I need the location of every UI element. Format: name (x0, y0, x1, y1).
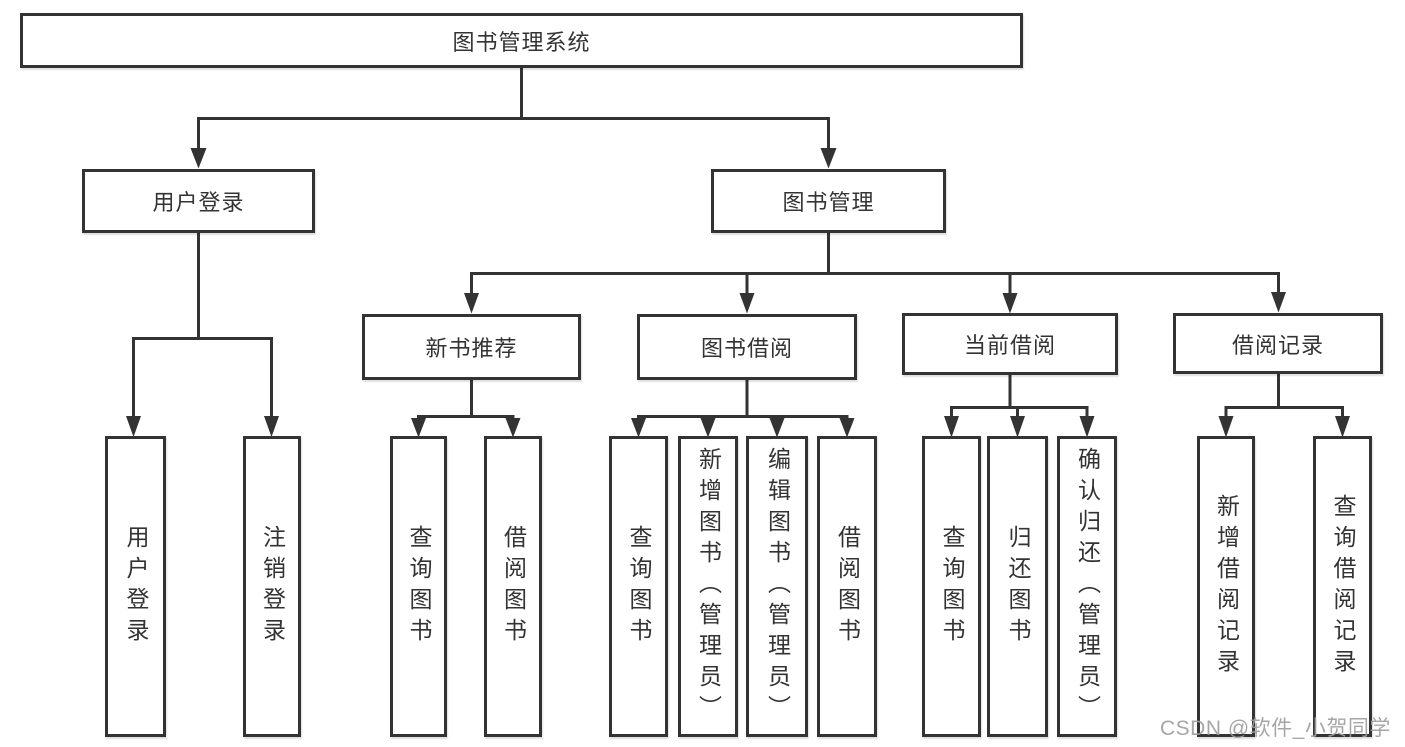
node-book-management: 图书管理 (711, 169, 946, 233)
node-label: 当前借阅 (963, 333, 1056, 358)
node-label: 新增借阅记录 (1213, 493, 1240, 680)
node-label: 查询借阅记录 (1330, 493, 1356, 680)
arrowhead (1079, 416, 1095, 438)
leaf-query-borrow-record: 查询借阅记录 (1313, 436, 1372, 737)
arrowhead (839, 418, 855, 438)
edges-book-management-children (464, 233, 1286, 314)
node-label: 查询图书 (406, 524, 432, 649)
leaf-borrow-books: 借阅图书 (817, 436, 877, 737)
arrowhead (631, 418, 646, 438)
arrowhead (1002, 293, 1018, 314)
node-label: 查询图书 (626, 524, 652, 649)
node-label: 归还图书 (1005, 524, 1031, 649)
node-label: 查询图书 (939, 524, 965, 649)
node-new-book-recommend: 新书推荐 (362, 314, 581, 380)
arrowhead (1010, 416, 1025, 438)
node-library-management-system: 图书管理系统 (20, 13, 1023, 68)
edges-new-book-recommend-children (411, 380, 521, 438)
arrowhead (700, 418, 716, 438)
arrowhead (769, 418, 785, 438)
node-label: 新书推荐 (425, 336, 518, 361)
node-label: 编辑图书（管理员） (764, 447, 791, 726)
arrowhead (1271, 292, 1286, 313)
leaf-confirm-return-admin: 确认归还（管理员） (1057, 436, 1117, 737)
node-label: 借阅图书 (500, 524, 527, 649)
leaf-query-books-current: 查询图书 (922, 436, 981, 737)
arrowhead (944, 416, 959, 438)
node-label: 借阅图书 (834, 524, 861, 649)
node-label: 图书管理系统 (452, 29, 591, 55)
arrowhead (1218, 416, 1234, 438)
edges-root-to-level2 (190, 68, 837, 169)
edges-user-login-children (126, 233, 279, 437)
node-user-login: 用户登录 (82, 169, 315, 233)
arrowhead (126, 416, 141, 437)
arrowhead (505, 418, 521, 438)
arrowhead (190, 148, 207, 169)
edges-borrow-records-children (1218, 374, 1350, 438)
leaf-add-book-admin: 新增图书（管理员） (678, 436, 738, 737)
leaf-logout: 注销登录 (243, 436, 301, 737)
node-label: 新增图书（管理员） (695, 447, 722, 726)
arrowhead (264, 416, 279, 437)
node-label: 注销登录 (259, 524, 286, 649)
leaf-edit-book-admin: 编辑图书（管理员） (746, 436, 808, 737)
leaf-user-login: 用户登录 (105, 436, 166, 737)
csdn-watermark: CSDN @软件_小贺同学 (1160, 717, 1391, 740)
node-current-borrow: 当前借阅 (902, 313, 1118, 375)
node-label: 图书管理 (782, 190, 875, 215)
leaf-query-books-borrow: 查询图书 (609, 436, 668, 737)
arrowhead (1335, 416, 1350, 438)
node-book-borrow: 图书借阅 (637, 314, 857, 380)
leaf-query-books-recommend: 查询图书 (390, 436, 447, 737)
node-label: 借阅记录 (1231, 332, 1324, 358)
arrowhead (411, 418, 426, 438)
leaf-add-borrow-record: 新增借阅记录 (1197, 436, 1255, 737)
arrowhead (820, 148, 837, 169)
node-label: 图书借阅 (700, 336, 793, 361)
node-label: 用户登录 (152, 190, 245, 215)
node-label: 用户登录 (123, 524, 149, 649)
arrowhead (464, 293, 479, 314)
node-borrow-records: 借阅记录 (1173, 313, 1383, 374)
arrowhead (739, 293, 755, 314)
leaf-borrow-books-recommend: 借阅图书 (484, 436, 542, 737)
node-label: 确认归还（管理员） (1074, 447, 1101, 726)
edges-current-borrow-children (944, 375, 1095, 438)
edges-book-borrow-children (631, 380, 855, 438)
leaf-return-book: 归还图书 (987, 436, 1048, 737)
